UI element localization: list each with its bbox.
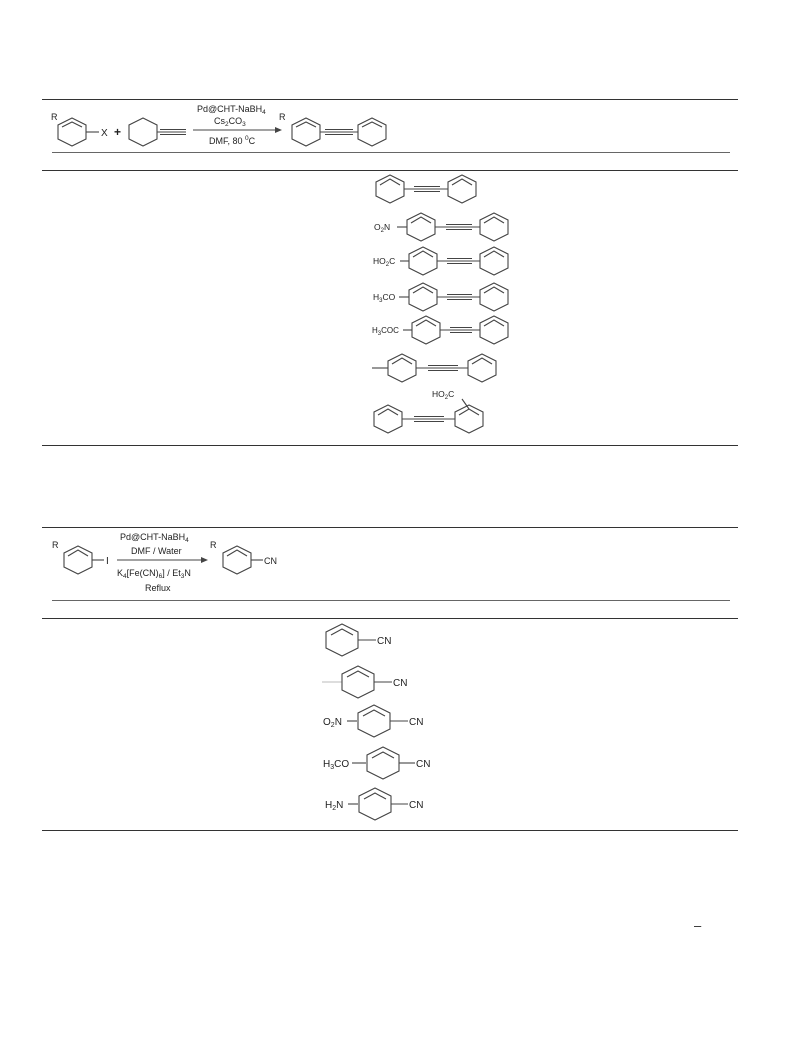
table1-bottom-rule bbox=[42, 445, 738, 446]
table1-product-7-substituent: HO2C bbox=[432, 389, 454, 401]
scheme1-r-label: R bbox=[51, 112, 58, 122]
table2-bottom-rule bbox=[42, 830, 738, 831]
table2-product-5-substituent: H2N bbox=[325, 800, 343, 812]
table2-top-rule bbox=[42, 527, 738, 528]
scheme1-catalyst: Pd@CHT-NaBH4 bbox=[197, 104, 266, 116]
table2-product-2: CN bbox=[322, 665, 407, 699]
scheme1-product-ring-b bbox=[357, 117, 387, 147]
table1-product-4-substituent: H3CO bbox=[373, 292, 396, 304]
scheme1-base: Cs2CO3 bbox=[214, 116, 246, 128]
scheme1-phenylacetylene-ring bbox=[128, 117, 158, 147]
table1-product-7: HO2C bbox=[373, 389, 484, 434]
scheme1-aryl-halide-ring bbox=[57, 117, 87, 147]
table1-product-6 bbox=[372, 353, 497, 383]
table1-product-5-substituent: H3COC bbox=[372, 326, 399, 337]
scheme1-plus: + bbox=[114, 125, 121, 139]
table1-product-2: O2N bbox=[374, 212, 509, 242]
scheme1-solvent: DMF, 80 0C bbox=[209, 135, 256, 146]
scheme2-cyanide-source: K4[Fe(CN)6] / Et3N bbox=[117, 568, 191, 580]
scheme2-solvent: DMF / Water bbox=[131, 546, 182, 556]
table1-product-3: HO2C bbox=[373, 246, 509, 276]
table1-header-rule bbox=[42, 170, 738, 171]
scheme2-catalyst: Pd@CHT-NaBH4 bbox=[120, 532, 189, 544]
table1-product-4: H3CO bbox=[373, 282, 509, 312]
table2-product-1: CN bbox=[325, 623, 391, 657]
table1-product-1 bbox=[375, 174, 477, 204]
scheme2-arrow-head bbox=[201, 557, 208, 563]
table1-top-rule bbox=[42, 99, 738, 100]
scheme2-product-ring bbox=[222, 545, 252, 575]
scheme2-product-cn: CN bbox=[264, 556, 277, 566]
scheme2: R I Pd@CHT-NaBH4 DMF / Water K4[Fe(CN)6]… bbox=[52, 532, 277, 593]
table2-product-4-substituent: H3CO bbox=[323, 759, 349, 771]
scheme1: R X + Pd@CHT-NaBH4 Cs2CO3 DMF, 80 0C R bbox=[51, 104, 387, 147]
table2-product-4: H3CO CN bbox=[323, 746, 430, 780]
table2-product-5-cn: CN bbox=[409, 800, 423, 811]
scheme2-bottom-rule bbox=[52, 600, 730, 601]
table2-product-4-cn: CN bbox=[416, 759, 430, 770]
table1-product-2-substituent: O2N bbox=[374, 222, 390, 234]
scheme1-product-r-label: R bbox=[279, 112, 286, 122]
footer-mark: – bbox=[694, 918, 702, 933]
scheme2-r-label: R bbox=[52, 540, 59, 550]
table1-product-3-substituent: HO2C bbox=[373, 256, 395, 268]
table2-header-rule bbox=[42, 618, 738, 619]
table2-product-3: O2N CN bbox=[323, 704, 423, 738]
scheme1-product-ring-a bbox=[291, 117, 321, 147]
scheme2-product-r-label: R bbox=[210, 540, 217, 550]
scheme1-x-label: X bbox=[101, 128, 108, 139]
scheme2-aryl-iodide-ring bbox=[63, 545, 93, 575]
scheme2-reflux: Reflux bbox=[145, 583, 171, 593]
scheme1-bottom-rule bbox=[52, 152, 730, 153]
scheme2-x-label: I bbox=[106, 556, 109, 567]
table2-product-3-cn: CN bbox=[409, 717, 423, 728]
table1-product-5: H3COC bbox=[372, 315, 509, 345]
table2-product-5: H2N CN bbox=[325, 787, 423, 821]
table2-product-1-cn: CN bbox=[377, 636, 391, 647]
table2-product-2-cn: CN bbox=[393, 678, 407, 689]
table2-product-3-substituent: O2N bbox=[323, 717, 342, 729]
scheme1-arrow-head bbox=[275, 127, 282, 133]
